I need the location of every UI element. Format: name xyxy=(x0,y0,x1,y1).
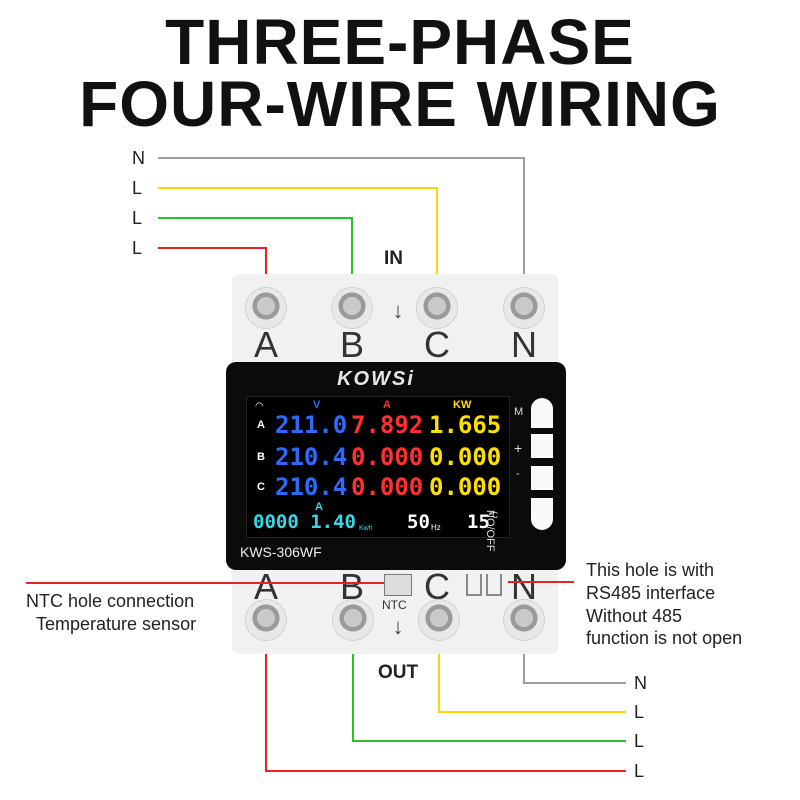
volt-a: 211.0 xyxy=(275,411,348,439)
header-amp: A xyxy=(383,399,391,411)
kw-b: 0.000 xyxy=(429,443,502,471)
ntc-label: NTC xyxy=(382,598,407,612)
volt-c: 210.4 xyxy=(275,473,348,501)
wire-in-l-yellow xyxy=(158,187,438,300)
button-m[interactable] xyxy=(531,398,553,428)
terminal-top-a xyxy=(246,288,286,328)
in-line-label-l1: L xyxy=(132,178,143,198)
button-label-minus: - xyxy=(516,468,520,480)
arrow-down-icon: ↓ xyxy=(392,614,404,639)
rs485-note-line-2: RS485 interface xyxy=(586,583,716,603)
energy-value: 0000 1.40 xyxy=(253,511,356,533)
button-label-plus: + xyxy=(514,440,523,456)
header-volt: V xyxy=(313,399,321,411)
row-label-b: B xyxy=(257,451,265,463)
temp-unit: °C xyxy=(489,511,498,520)
arrow-down-icon: ↓ xyxy=(392,298,404,323)
rs485-hole-right xyxy=(486,574,502,596)
row-label-a: A xyxy=(257,419,265,431)
out-label: OUT xyxy=(378,662,419,683)
wire-in-l-green xyxy=(158,217,353,300)
lcd-screen: ◠ V A KW A 211.0 7.892 1.665 B 210.4 0.0… xyxy=(246,396,510,538)
out-line-label-l2: L xyxy=(634,731,645,751)
terminal-label-top-a: A xyxy=(253,324,278,365)
kw-a: 1.665 xyxy=(429,411,502,439)
terminal-label-top-c: C xyxy=(424,324,450,365)
title-line-1: THREE-PHASE xyxy=(165,6,635,78)
row-label-c: C xyxy=(257,481,265,493)
in-line-label-n: N xyxy=(132,148,145,168)
in-line-label-l3: L xyxy=(132,238,143,258)
terminal-label-top-n: N xyxy=(511,324,537,365)
terminal-top-b xyxy=(332,288,372,328)
wire-out-l-red xyxy=(265,618,626,772)
terminal-bottom-n xyxy=(504,600,544,640)
in-label: IN xyxy=(384,248,403,269)
freq-value: 50 xyxy=(407,511,430,533)
out-line-label-l1: L xyxy=(634,702,645,722)
button-plus[interactable] xyxy=(531,434,553,458)
in-line-label-l2: L xyxy=(132,208,143,228)
terminal-label-top-b: B xyxy=(339,324,364,365)
terminal-bottom-c xyxy=(419,600,459,640)
energy-unit: Kwh xyxy=(359,525,373,532)
out-line-label-n: N xyxy=(634,673,647,693)
rs485-note-line-3: Without 485 xyxy=(586,606,683,626)
volt-b: 210.4 xyxy=(275,443,348,471)
brand-logo: KOWSi xyxy=(337,368,415,390)
terminal-top-n xyxy=(504,288,544,328)
terminal-bottom-b xyxy=(333,600,373,640)
ntc-hole xyxy=(384,574,412,596)
title-line-2: FOUR-WIRE WIRING xyxy=(79,68,721,140)
freq-unit: Hz xyxy=(431,523,441,532)
display-panel: KOWSi ◠ V A KW A 211.0 7.892 1.665 B 210… xyxy=(226,362,566,570)
amp-b: 0.000 xyxy=(351,443,424,471)
terminal-top-c xyxy=(417,288,457,328)
button-minus[interactable] xyxy=(531,466,553,490)
rs485-hole-left xyxy=(466,574,482,596)
out-line-label-l3: L xyxy=(634,761,645,781)
terminal-bottom-a xyxy=(246,600,286,640)
ntc-note-line-2: Temperature sensor xyxy=(36,614,197,634)
wire-in-n xyxy=(158,157,525,300)
kw-c: 0.000 xyxy=(429,473,502,501)
rs485-note-line-4: function is not open xyxy=(586,628,743,648)
amp-c: 0.000 xyxy=(351,473,424,501)
wifi-icon: ◠ xyxy=(255,401,264,412)
amp-a: 7.892 xyxy=(351,411,424,439)
rs485-note-line-1: This hole is with xyxy=(586,560,715,580)
header-kw: KW xyxy=(453,399,472,411)
wire-out-l-green xyxy=(352,618,626,742)
temp-value: 15 xyxy=(467,511,490,533)
ntc-note-line-1: NTC hole connection xyxy=(26,591,195,611)
model-label: KWS-306WF xyxy=(240,544,322,560)
energy-header: A xyxy=(315,501,323,513)
button-label-m: M xyxy=(514,406,524,418)
button-onoff[interactable] xyxy=(531,498,553,530)
